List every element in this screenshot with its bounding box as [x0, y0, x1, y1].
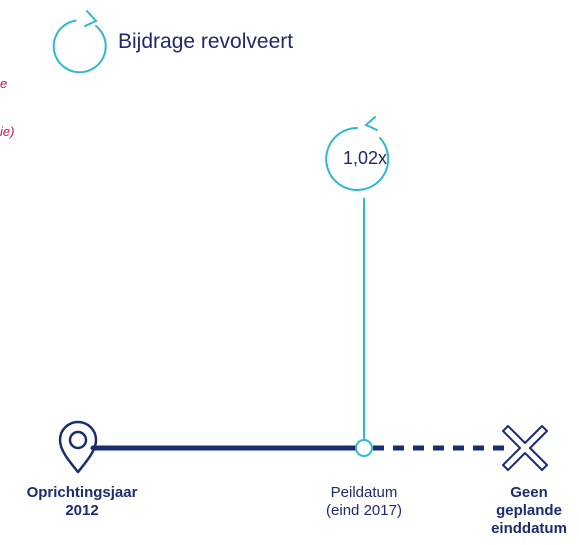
close-x-icon [502, 425, 548, 471]
start-label-line1: Oprichtingsjaar [26, 484, 138, 501]
peildatum-label-line2: (eind 2017) [326, 502, 402, 519]
cropped-annotation-2: ie) [0, 124, 15, 139]
end-label-line1: Geen [510, 484, 548, 501]
revolve-multiple-icon [325, 116, 390, 191]
cropped-annotation-1: e [0, 76, 8, 91]
peildatum-marker [355, 439, 373, 457]
revolve-multiple-value: 1,02x [342, 148, 388, 168]
revolving-arrow-icon [52, 10, 107, 74]
peildatum-label-line1: Peildatum [330, 484, 398, 501]
end-label: Geen geplande einddatum [479, 484, 579, 538]
start-label: Oprichtingsjaar 2012 [2, 484, 162, 520]
peildatum-label: Peildatum (eind 2017) [300, 484, 428, 520]
end-label-line2: geplande [496, 502, 562, 519]
location-pin-icon [58, 420, 98, 474]
end-label-line3: einddatum [491, 520, 567, 537]
start-label-line2: 2012 [65, 502, 99, 519]
legend-label: Bijdrage revolveert [118, 30, 294, 53]
